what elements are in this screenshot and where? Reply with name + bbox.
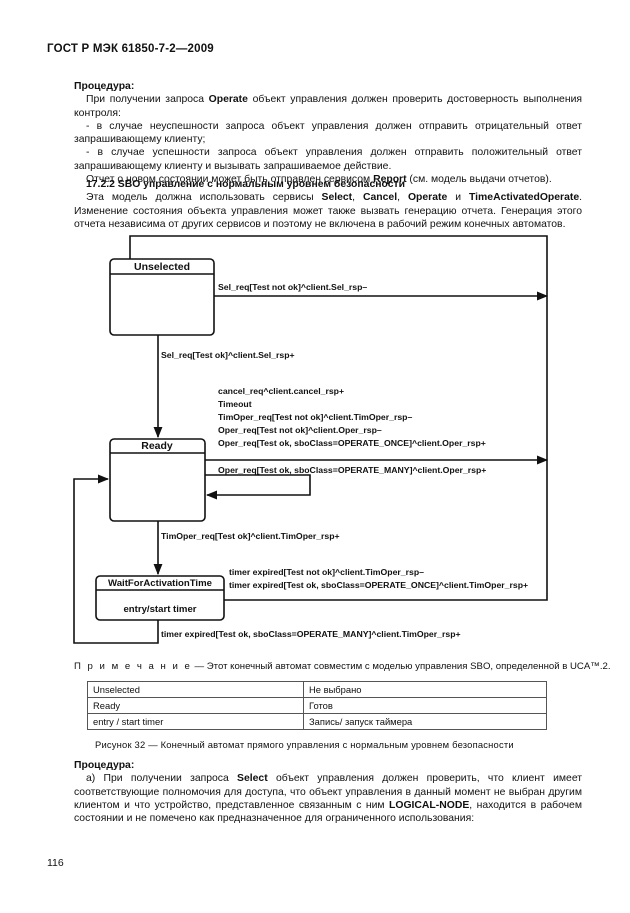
section-operate-procedure: Процедура: При получении запроса Operate…	[74, 80, 582, 186]
paragraph-report: Отчет о новом состоянии может быть отпра…	[86, 174, 552, 186]
transition-label: Oper_req[Test not ok]^client.Oper_rsp–	[218, 425, 382, 435]
bullet-positive: - в случае успешности запроса объект упр…	[74, 147, 582, 172]
transition-label: timer expired[Test not ok]^client.TimOpe…	[229, 567, 424, 577]
transition-label: timer expired[Test ok, sboClass=OPERATE_…	[229, 580, 528, 590]
section-select-procedure: Процедура: а) При получении запроса Sele…	[74, 759, 582, 825]
legend-translation: Готов	[303, 697, 547, 714]
transition-label: TimOper_req[Test ok]^client.TimOper_rsp+	[161, 531, 340, 541]
state-unselected-label: Unselected	[134, 261, 190, 273]
state-wait-activation	[95, 575, 225, 621]
legend-translation: Запись/ запуск таймера	[303, 713, 547, 730]
arrow-timer-operate-many	[73, 474, 159, 644]
transition-label: Oper_req[Test ok, sboClass=OPERATE_ONCE]…	[218, 438, 486, 448]
note: П р и м е ч а н и е — Этот конечный авто…	[74, 661, 611, 672]
legend-term: Ready	[87, 697, 304, 714]
frame-line	[129, 235, 548, 601]
legend-term: entry / start timer	[87, 713, 304, 730]
transition-label: Sel_req[Test ok]^client.Sel_rsp+	[161, 350, 295, 360]
state-wait-entry: entry/start timer	[123, 604, 196, 615]
legend-term: Unselected	[87, 681, 304, 698]
state-unselected	[109, 258, 215, 336]
section-sbo-normal: 17.2.2 SBO управление с нормальным уровн…	[74, 178, 582, 231]
transition-label: timer expired[Test ok, sboClass=OPERATE_…	[161, 629, 461, 639]
procedure-heading: Процедура:	[74, 760, 135, 771]
note-label: П р и м е ч а н и е	[74, 661, 192, 672]
transition-label: Timeout	[218, 399, 252, 409]
bullet-negative: - в случае неуспешности запроса объект у…	[74, 120, 582, 146]
note-text: — Этот конечный автомат совместим с моде…	[191, 661, 611, 672]
state-ready-label: Ready	[141, 440, 173, 452]
arrow-operate-many-loop	[205, 474, 311, 500]
state-wait-label: WaitForActivationTime	[108, 578, 212, 589]
page-number: 116	[47, 857, 64, 869]
transition-label: Oper_req[Test ok, sboClass=OPERATE_MANY]…	[218, 465, 486, 475]
figure-caption: Рисунок 32 — Конечный автомат прямого уп…	[95, 739, 514, 750]
paragraph-select: а) При получении запроса Select объект у…	[74, 773, 583, 825]
procedure-heading: Процедура:	[74, 81, 135, 92]
paragraph-operate: При получении запроса Operate объект упр…	[74, 94, 583, 119]
transition-label: TimOper_req[Test not ok]^client.TimOper_…	[218, 412, 412, 422]
section-heading: 17.2.2 SBO управление с нормальным уровн…	[86, 179, 405, 190]
paragraph-sbo-services: Эта модель должна использовать сервисы S…	[74, 192, 583, 230]
transition-label: Sel_req[Test not ok]^client.Sel_rsp–	[218, 282, 367, 292]
transition-label: cancel_req^client.cancel_rsp+	[218, 386, 344, 396]
document-header: ГОСТ Р МЭК 61850-7-2—2009	[47, 43, 214, 55]
state-machine-diagram: Unselected Ready WaitForActivationTime e…	[73, 235, 549, 644]
legend-translation: Не выбрано	[303, 681, 547, 698]
